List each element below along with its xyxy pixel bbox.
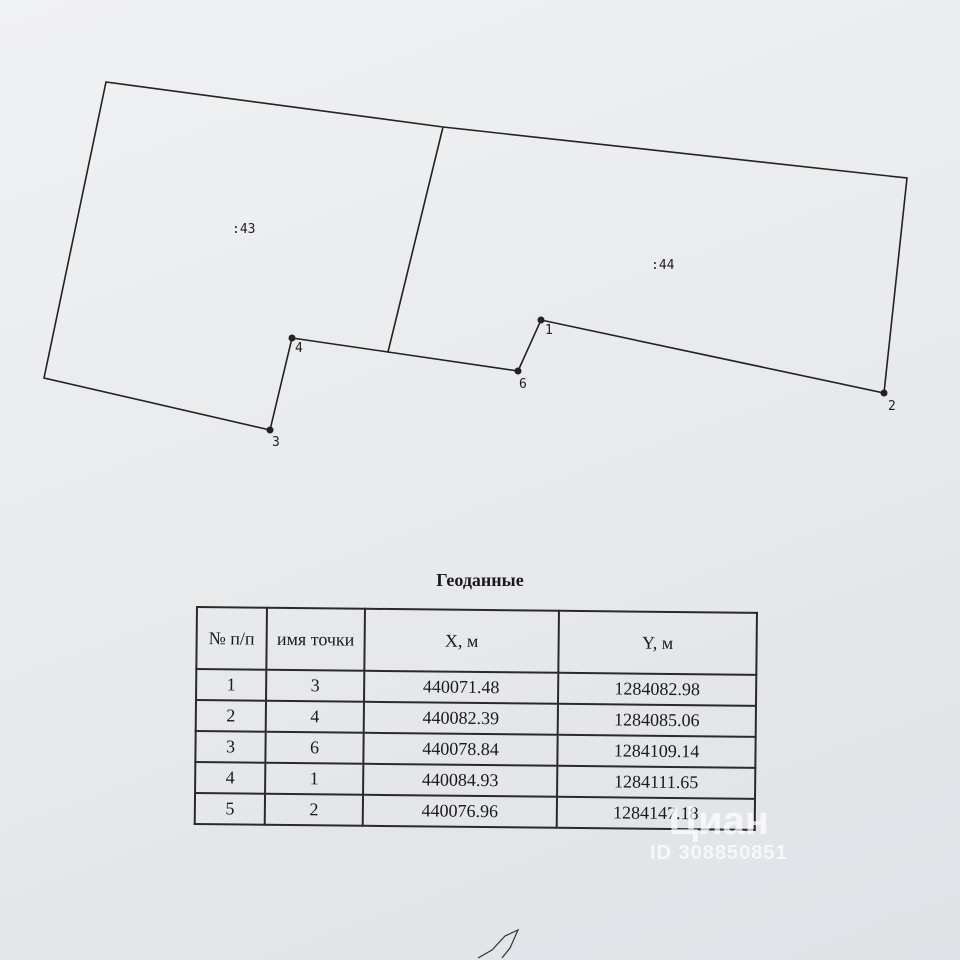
watermark: Циан ID 308850851 <box>650 800 788 865</box>
cadastral-plan: :43 :44 1 2 3 4 6 <box>43 81 908 450</box>
parcel-43-boundary <box>43 81 444 431</box>
cell-point-name: 1 <box>265 762 364 795</box>
geodata-table: № п/п имя точки X, м Y, м 1 3 440071.48 … <box>194 606 758 831</box>
point-marker-2 <box>880 389 888 397</box>
cell-row-number: 2 <box>195 700 267 732</box>
cell-y: 1284085.06 <box>557 703 756 737</box>
cell-row-number: 1 <box>196 669 267 701</box>
cell-y: 1284082.98 <box>557 672 757 706</box>
cell-row-number: 4 <box>195 762 266 794</box>
cell-x: 440078.84 <box>363 732 558 766</box>
table-title: Геоданные <box>436 570 524 590</box>
parcel-44-boundary <box>387 126 908 394</box>
header-y: Y, м <box>558 610 757 675</box>
header-x: X, м <box>364 608 559 673</box>
watermark-brand: Циан <box>668 799 769 843</box>
cell-y: 1284111.65 <box>557 765 756 799</box>
cell-x: 440082.39 <box>363 701 558 735</box>
point-label-4: 4 <box>295 341 303 356</box>
point-marker-6 <box>514 367 522 375</box>
header-point-name: имя точки <box>266 607 365 671</box>
point-label-2: 2 <box>888 399 896 414</box>
point-marker-4 <box>288 334 296 342</box>
cell-x: 440071.48 <box>364 670 559 704</box>
parcel-label-44: :44 <box>651 258 675 273</box>
point-label-6: 6 <box>519 377 527 392</box>
cell-row-number: 5 <box>194 793 266 825</box>
cell-x: 440076.96 <box>362 794 558 828</box>
cell-y: 1284109.14 <box>557 734 756 768</box>
cell-x: 440084.93 <box>363 763 558 797</box>
cell-point-name: 6 <box>265 731 364 764</box>
cell-point-name: 3 <box>266 669 365 702</box>
point-marker-1 <box>537 316 545 324</box>
cell-row-number: 3 <box>195 731 266 763</box>
point-label-3: 3 <box>272 435 280 450</box>
watermark-id: ID 308850851 <box>650 842 788 864</box>
table-header-row: № п/п имя точки X, м Y, м <box>196 607 757 675</box>
parcel-label-43: :43 <box>232 222 255 237</box>
cell-point-name: 2 <box>264 793 364 826</box>
point-label-1: 1 <box>545 323 553 338</box>
header-row-number: № п/п <box>196 607 267 670</box>
cell-point-name: 4 <box>265 700 365 733</box>
point-marker-3 <box>266 426 274 434</box>
